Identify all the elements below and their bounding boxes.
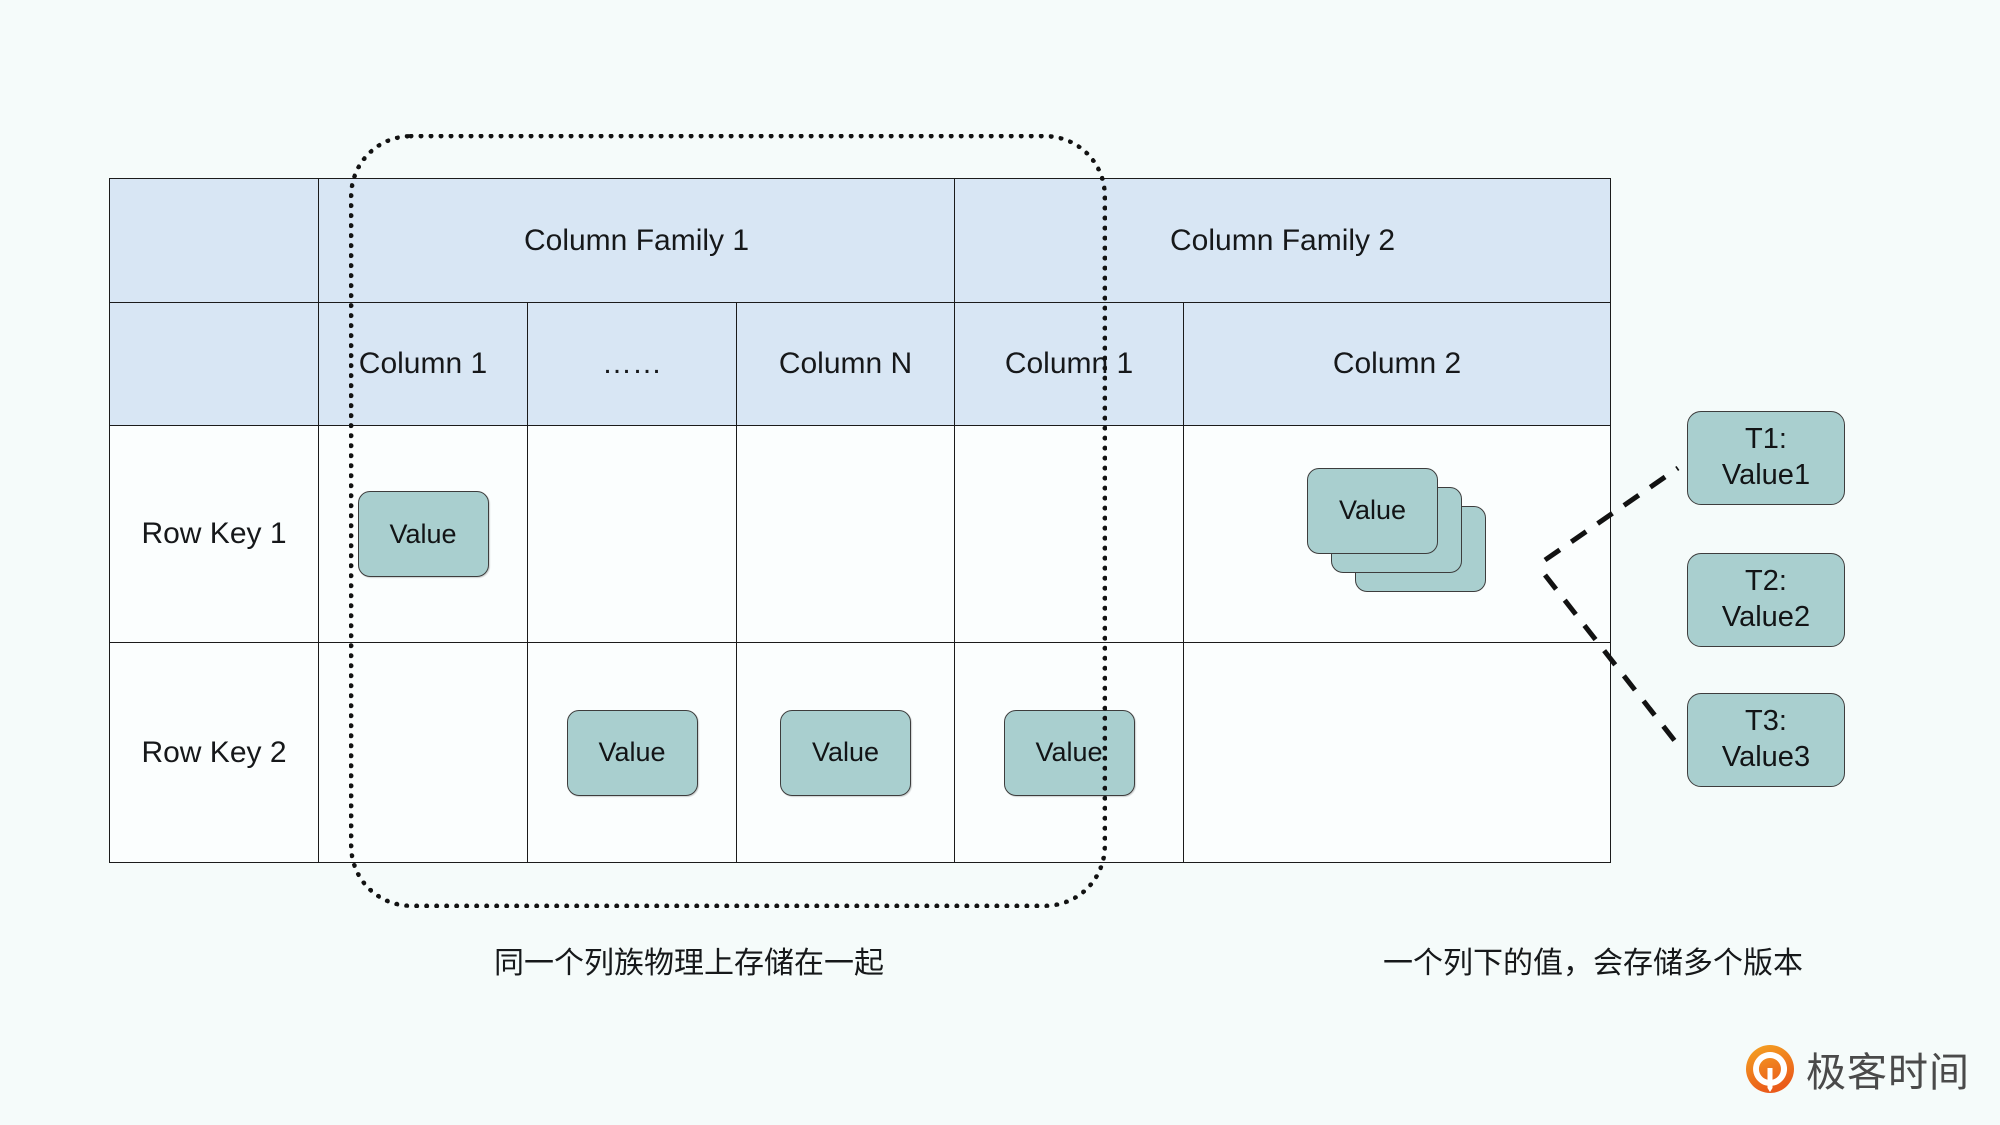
corner-cell-column bbox=[109, 302, 319, 426]
cell-r2-cf2-col2 bbox=[1183, 642, 1612, 863]
cell-r2-cf1-col1 bbox=[318, 642, 528, 863]
cell-r2-cf1-coln: Value bbox=[735, 642, 956, 863]
table-row: Row Key 1 Value Value bbox=[109, 425, 1612, 643]
caption-column-family-storage: 同一个列族物理上存储在一起 bbox=[494, 947, 884, 980]
geektime-logo-text: 极客时间 bbox=[1806, 1050, 1970, 1096]
column-family-1-header: Column Family 1 bbox=[317, 178, 956, 303]
version-value-t1: Value1 bbox=[1721, 459, 1811, 491]
value-chip: Value bbox=[780, 709, 912, 796]
version-box-t3: T3: Value3 bbox=[1687, 693, 1845, 787]
table-column-header-row: Column 1 …… Column N Column 1 Column 2 bbox=[109, 302, 1612, 426]
column-header-cf1-col1: Column 1 bbox=[318, 302, 528, 426]
cell-r1-cf1-col1: Value bbox=[318, 425, 528, 643]
cell-r1-cf1-coln bbox=[735, 425, 956, 643]
version-time-t2: T2: bbox=[1745, 565, 1787, 598]
table-family-header-row: Column Family 1 Column Family 2 bbox=[109, 178, 1612, 303]
column-header-cf1-coln: Column N bbox=[735, 302, 956, 426]
version-time-t1: T1: bbox=[1745, 423, 1787, 456]
cell-r2-cf1-ellipsis: Value bbox=[527, 642, 737, 863]
corner-cell-family bbox=[109, 178, 319, 303]
value-chip: Value bbox=[357, 491, 489, 577]
version-time-t3: T3: bbox=[1745, 705, 1787, 738]
version-value-t3: Value3 bbox=[1721, 741, 1811, 773]
geektime-logo: 极客时间 bbox=[1745, 1040, 1970, 1098]
column-family-2-header: Column Family 2 bbox=[954, 178, 1612, 303]
hbase-table: Column Family 1 Column Family 2 Column 1… bbox=[109, 178, 1612, 863]
column-header-cf2-col2: Column 2 bbox=[1183, 302, 1612, 426]
table-row: Row Key 2 Value Value Value bbox=[109, 642, 1612, 863]
value-chip: Value bbox=[566, 709, 698, 796]
version-box-t1: T1: Value1 bbox=[1687, 411, 1845, 505]
column-header-cf2-col1: Column 1 bbox=[954, 302, 1185, 426]
geektime-logo-icon bbox=[1745, 1044, 1795, 1094]
caption-multiple-versions: 一个列下的值，会存储多个版本 bbox=[1383, 947, 1803, 980]
version-box-t2: T2: Value2 bbox=[1687, 553, 1845, 647]
cell-r1-cf1-ellipsis bbox=[527, 425, 737, 643]
value-chip: Value bbox=[1003, 709, 1135, 796]
value-chip-version-1: Value bbox=[1307, 467, 1439, 554]
cell-r1-cf2-col1 bbox=[954, 425, 1185, 643]
row-key-1: Row Key 1 bbox=[109, 425, 319, 643]
cell-r1-cf2-col2: Value bbox=[1183, 425, 1612, 643]
column-header-cf1-ellipsis: …… bbox=[527, 302, 737, 426]
row-key-2: Row Key 2 bbox=[109, 642, 319, 863]
value-chip-stack: Value bbox=[1307, 467, 1487, 593]
cell-r2-cf2-col1: Value bbox=[954, 642, 1185, 863]
version-value-t2: Value2 bbox=[1721, 601, 1811, 633]
